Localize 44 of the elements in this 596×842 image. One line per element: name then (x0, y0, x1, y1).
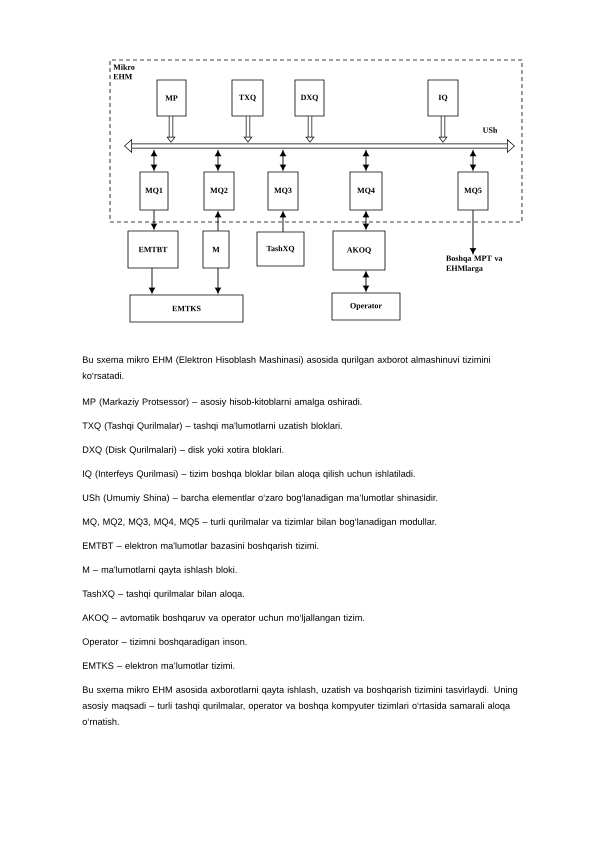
paragraph: EMTKS – elektron ma’lumotlar tizimi. (82, 662, 234, 669)
block-box: EMTKS (130, 294, 244, 322)
block-box: IQ (428, 80, 458, 116)
arrow (362, 150, 370, 171)
arrow (280, 150, 286, 171)
block-box: MQ5 (458, 172, 488, 210)
block-box: MQ1 (140, 172, 168, 210)
paragraph: TashXQ – tashqi qurilmalar bilan aloqa. (82, 590, 244, 599)
arrow (150, 210, 158, 230)
arrow (148, 268, 156, 294)
block-box: M (202, 230, 230, 268)
block-box: MQ3 (268, 172, 298, 210)
node-label: USh (482, 127, 498, 133)
arrow (362, 211, 370, 230)
destination-label: Boshqa MPT va EHMlarga (446, 255, 502, 273)
paragraph: MP (Markaziy Protsessor) – asosiy hisob-kitoblarni amalga oshiradi. (82, 398, 362, 407)
block-box: MQ4 (350, 172, 382, 210)
arrow (280, 211, 286, 232)
paragraph: EMTBT – elektron ma'lumotlar bazasini boshqarish tizimi. (82, 542, 318, 551)
block-box: EMTBT (128, 230, 178, 268)
paragraph: Bu sxema mikro EHM (Elektron Hisoblash Mashinasi) asosida qurilgan axborot almashinuvi tizimini ko‘rsatadi. (82, 356, 490, 379)
arrow (470, 210, 476, 254)
paragraph: IQ (Interfeys Qurilmasi) – tizim boshqa bloklar bilan aloqa qilish uchun ishlatiladi. (83, 470, 415, 479)
block-box: Operator (332, 292, 400, 320)
block-box: MQ2 (204, 172, 234, 210)
paragraph: AKOQ – avtomatik boshqaruv va operator uchun mo‘ljallangan tizim. (82, 614, 364, 623)
paragraph: Bu sxema mikro EHM asosida axborotlarni qayta ishlash, uzatish va boshqarish tizimini tasvirlaydi. Uning asosiy maqsadi – turli tashqi qurilmalar, operator va boshqa kompyuter tizimlari o‘rtasida samarali aloqa o‘rnatish. (82, 686, 518, 725)
paragraph: USh (Umumiy Shina) – barcha elementlar o‘zaro bog‘lanadigan ma’lumotlar shinasidir. (82, 494, 438, 503)
arrow (214, 211, 222, 232)
arrow (214, 268, 222, 294)
arrow (214, 150, 222, 171)
block-box: AKOQ (332, 230, 386, 270)
paragraph: Operator – tizimni boshqaradigan inson. (82, 638, 246, 647)
paragraph: MQ, MQ2, MQ3, MQ4, MQ5 – turli qurilmalar va tizimlar bilan bog‘lanadigan modullar. (82, 518, 436, 527)
paragraph: DXQ (Disk Qurilmalari) – disk yoki xotira bloklari. (82, 446, 284, 455)
paragraph: TXQ (Tashqi Qurilmalar) – tashqi ma'lumotlarni uzatish bloklari. (82, 422, 342, 431)
block-box: MP (156, 80, 186, 116)
arrow (150, 150, 158, 171)
arrow (470, 150, 476, 171)
paragraph: M – ma'lumotlarni qayta ishlash bloki. (82, 566, 236, 575)
arrow (362, 271, 370, 292)
block-box: DXQ (294, 80, 324, 116)
block-box: TXQ (232, 80, 264, 116)
block-box: TashXQ (256, 232, 304, 266)
